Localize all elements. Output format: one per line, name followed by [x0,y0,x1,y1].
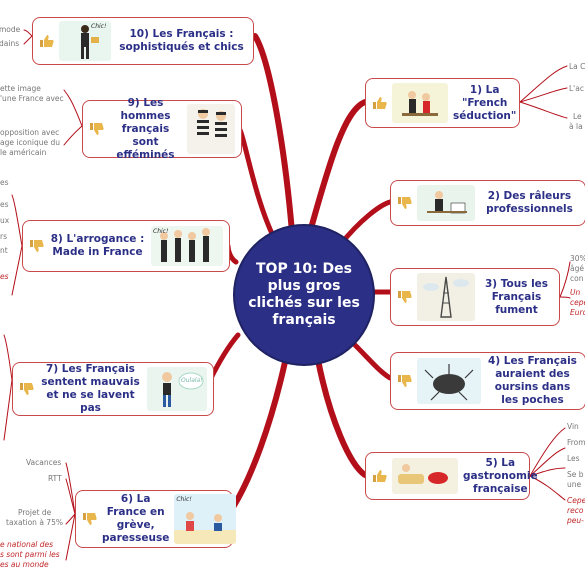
subnote-n9-5: le américain [0,148,47,157]
topic-n3-label: 3) Tous les Français fument [484,277,549,316]
subnote-n8-1: es [0,178,9,187]
topic-n6[interactable]: 6) La France en grève, paresseuse Chic! [75,490,237,548]
subnote-n8-6: es [0,272,9,281]
subnote-n9-2: 'une France avec [0,94,64,103]
subnote-n1-4: à la [569,122,583,131]
thumbs-down-icon [20,383,34,395]
topic-n1[interactable]: 1) La "French séduction" [365,78,520,128]
thumbs-down-icon [398,197,412,209]
topic-n4[interactable]: 4) Les Français auraient des oursins dan… [390,352,585,410]
branch-n6 [225,359,288,518]
subnote-n5-2: From [567,438,585,447]
subnote-n5-3: Les [567,454,580,463]
subnote-n8-4: rs [0,232,7,241]
topic-n4-label: 4) Les Français auraient des oursins dan… [488,355,577,406]
subnote-n5-6: Cepe [567,496,585,505]
subnote-n10-2: dains [0,39,20,48]
thumbs-up-icon [373,97,387,109]
subnote-n1-2: L'ac [569,84,584,93]
subnote-n3-1: 30% [570,254,585,263]
subnote-n8-3: ux [0,216,10,225]
subnote-n9-3: opposition avec [0,128,60,137]
topic-n9[interactable]: 9) Les hommes français sont efféminés [82,97,242,161]
topic-n6-badge: Chic! [176,496,192,503]
subnote-n6-2: RTT [48,474,62,483]
subnote-n3-2: âgé [570,264,584,273]
topic-n5-label: 5) La gastronomie française [463,456,538,495]
subnote-n5-5: une [567,480,582,489]
topic-n2[interactable]: 2) Des râleurs professionnels [390,180,585,226]
topic-n9-label: 9) Les hommes français sont efféminés [116,96,175,161]
branch-n9 [237,127,278,243]
topic-n1-illustration [392,83,448,123]
topic-n2-label: 2) Des râleurs professionnels [486,190,573,215]
thumbs-down-icon [30,240,44,252]
subnote-n1-3: Le [573,112,582,121]
topic-n7-badge: Oulala! [181,377,203,384]
topic-n6-illustration: Chic! [174,494,237,544]
central-topic[interactable]: TOP 10: Des plus gros clichés sur les fr… [233,224,375,366]
thumbs-down-icon [90,123,104,135]
subnote-n6-3: Projet de [18,508,52,517]
topic-n10-illustration: Chic! [59,21,111,61]
subnote-n8-2: es [0,200,9,209]
subnote-n6-1: Vacances [26,458,62,467]
topic-n8-badge: Chic! [153,228,169,235]
branch-n10 [252,33,295,235]
subnote-n6-4: taxation à 75% [6,518,63,527]
subnote-n5-8: peu- [567,516,584,525]
subnote-n5-1: Vin [567,422,579,431]
subnote-n3-5: cepe [570,298,585,307]
topic-n7-label: 7) Les Français sentent mauvais et ne se… [41,363,140,414]
subnote-n8-5: nt [0,246,8,255]
subnote-n6-6: s sont parmi les [0,550,60,559]
thumbs-down-icon [398,375,412,387]
subnote-n10-1: mode [0,25,21,34]
subnote-n9-4: age iconique du [0,138,61,147]
thumbs-up-icon [373,470,387,482]
subnote-n9-1: ette image [0,84,41,93]
subnote-n6-7: es au monde [0,560,49,569]
topic-n8[interactable]: 8) L'arrogance : Made in France Chic! [22,220,230,272]
central-topic-title: TOP 10: Des plus gros clichés sur les fr… [248,261,360,328]
thumbs-up-icon [40,35,54,47]
subnote-n5-7: reco [567,506,584,515]
branch-n1 [307,99,368,235]
topic-n5-illustration [392,458,458,494]
topic-n8-label: 8) L'arrogance : Made in France [50,233,145,258]
branch-n7 [207,332,241,383]
topic-n8-illustration: Chic! [151,226,223,266]
branch-n4 [352,342,393,381]
topic-n10-badge: Chic! [91,23,107,30]
subnote-n6-5: e national des [0,540,54,549]
subnote-n3-6: Euro [570,308,585,317]
topic-n3[interactable]: 3) Tous les Français fument [390,268,560,326]
branch-n5 [315,357,368,478]
thumbs-down-icon [398,291,412,303]
topic-n7-illustration: Oulala! [147,367,207,411]
subnote-n5-4: Se b [567,470,584,479]
topic-n1-label: 1) La "French séduction" [453,83,517,122]
topic-n2-illustration [417,185,475,221]
topic-n10-label: 10) Les Français : sophistiqués et chics [119,28,244,53]
topic-n10[interactable]: Chic! 10) Les Français : sophistiqués et… [32,17,254,65]
subnote-n3-3: con [570,274,584,283]
topic-n6-label: 6) La France en grève, paresseuse [102,493,170,544]
topic-n4-illustration [417,358,481,404]
subnote-n1-1: La C [569,62,585,71]
subnote-n3-4: Un [570,288,581,297]
topic-n5[interactable]: 5) La gastronomie française [365,452,538,500]
topic-n3-illustration [417,273,475,321]
thumbs-down-icon [83,513,97,525]
topic-n7[interactable]: 7) Les Français sentent mauvais et ne se… [12,362,214,416]
topic-n9-illustration [187,104,235,154]
